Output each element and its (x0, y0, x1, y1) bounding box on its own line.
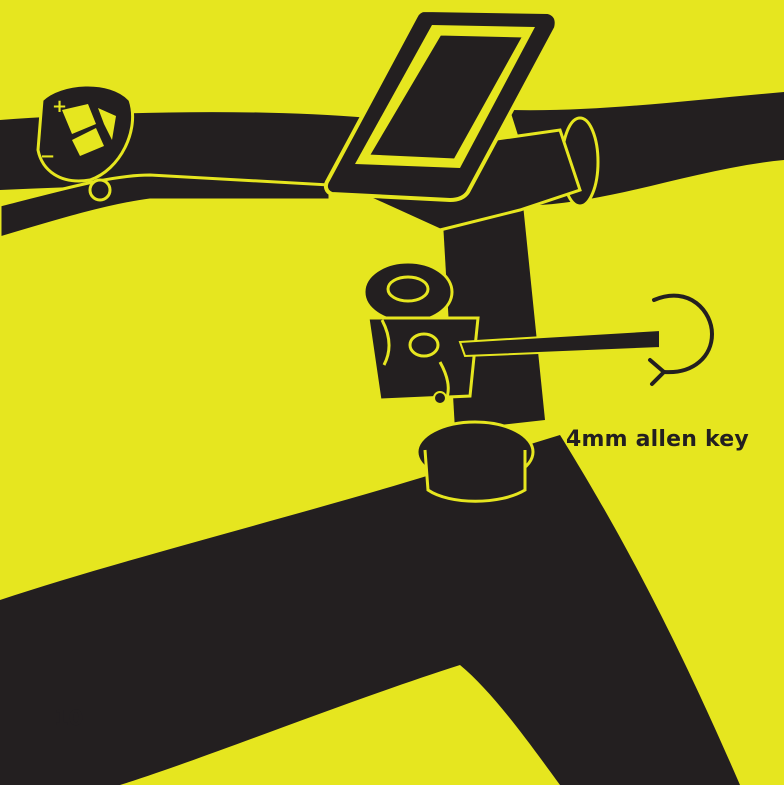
remote-minus: − (40, 146, 55, 167)
allen-key-label: 4mm allen key (566, 427, 749, 452)
remote-plus: + (52, 96, 67, 117)
stem-clamp (368, 318, 478, 400)
clamp-bolt (410, 334, 438, 356)
clockwise-rotation-arrow-icon (654, 296, 712, 372)
page-number: 10 (54, 706, 83, 730)
